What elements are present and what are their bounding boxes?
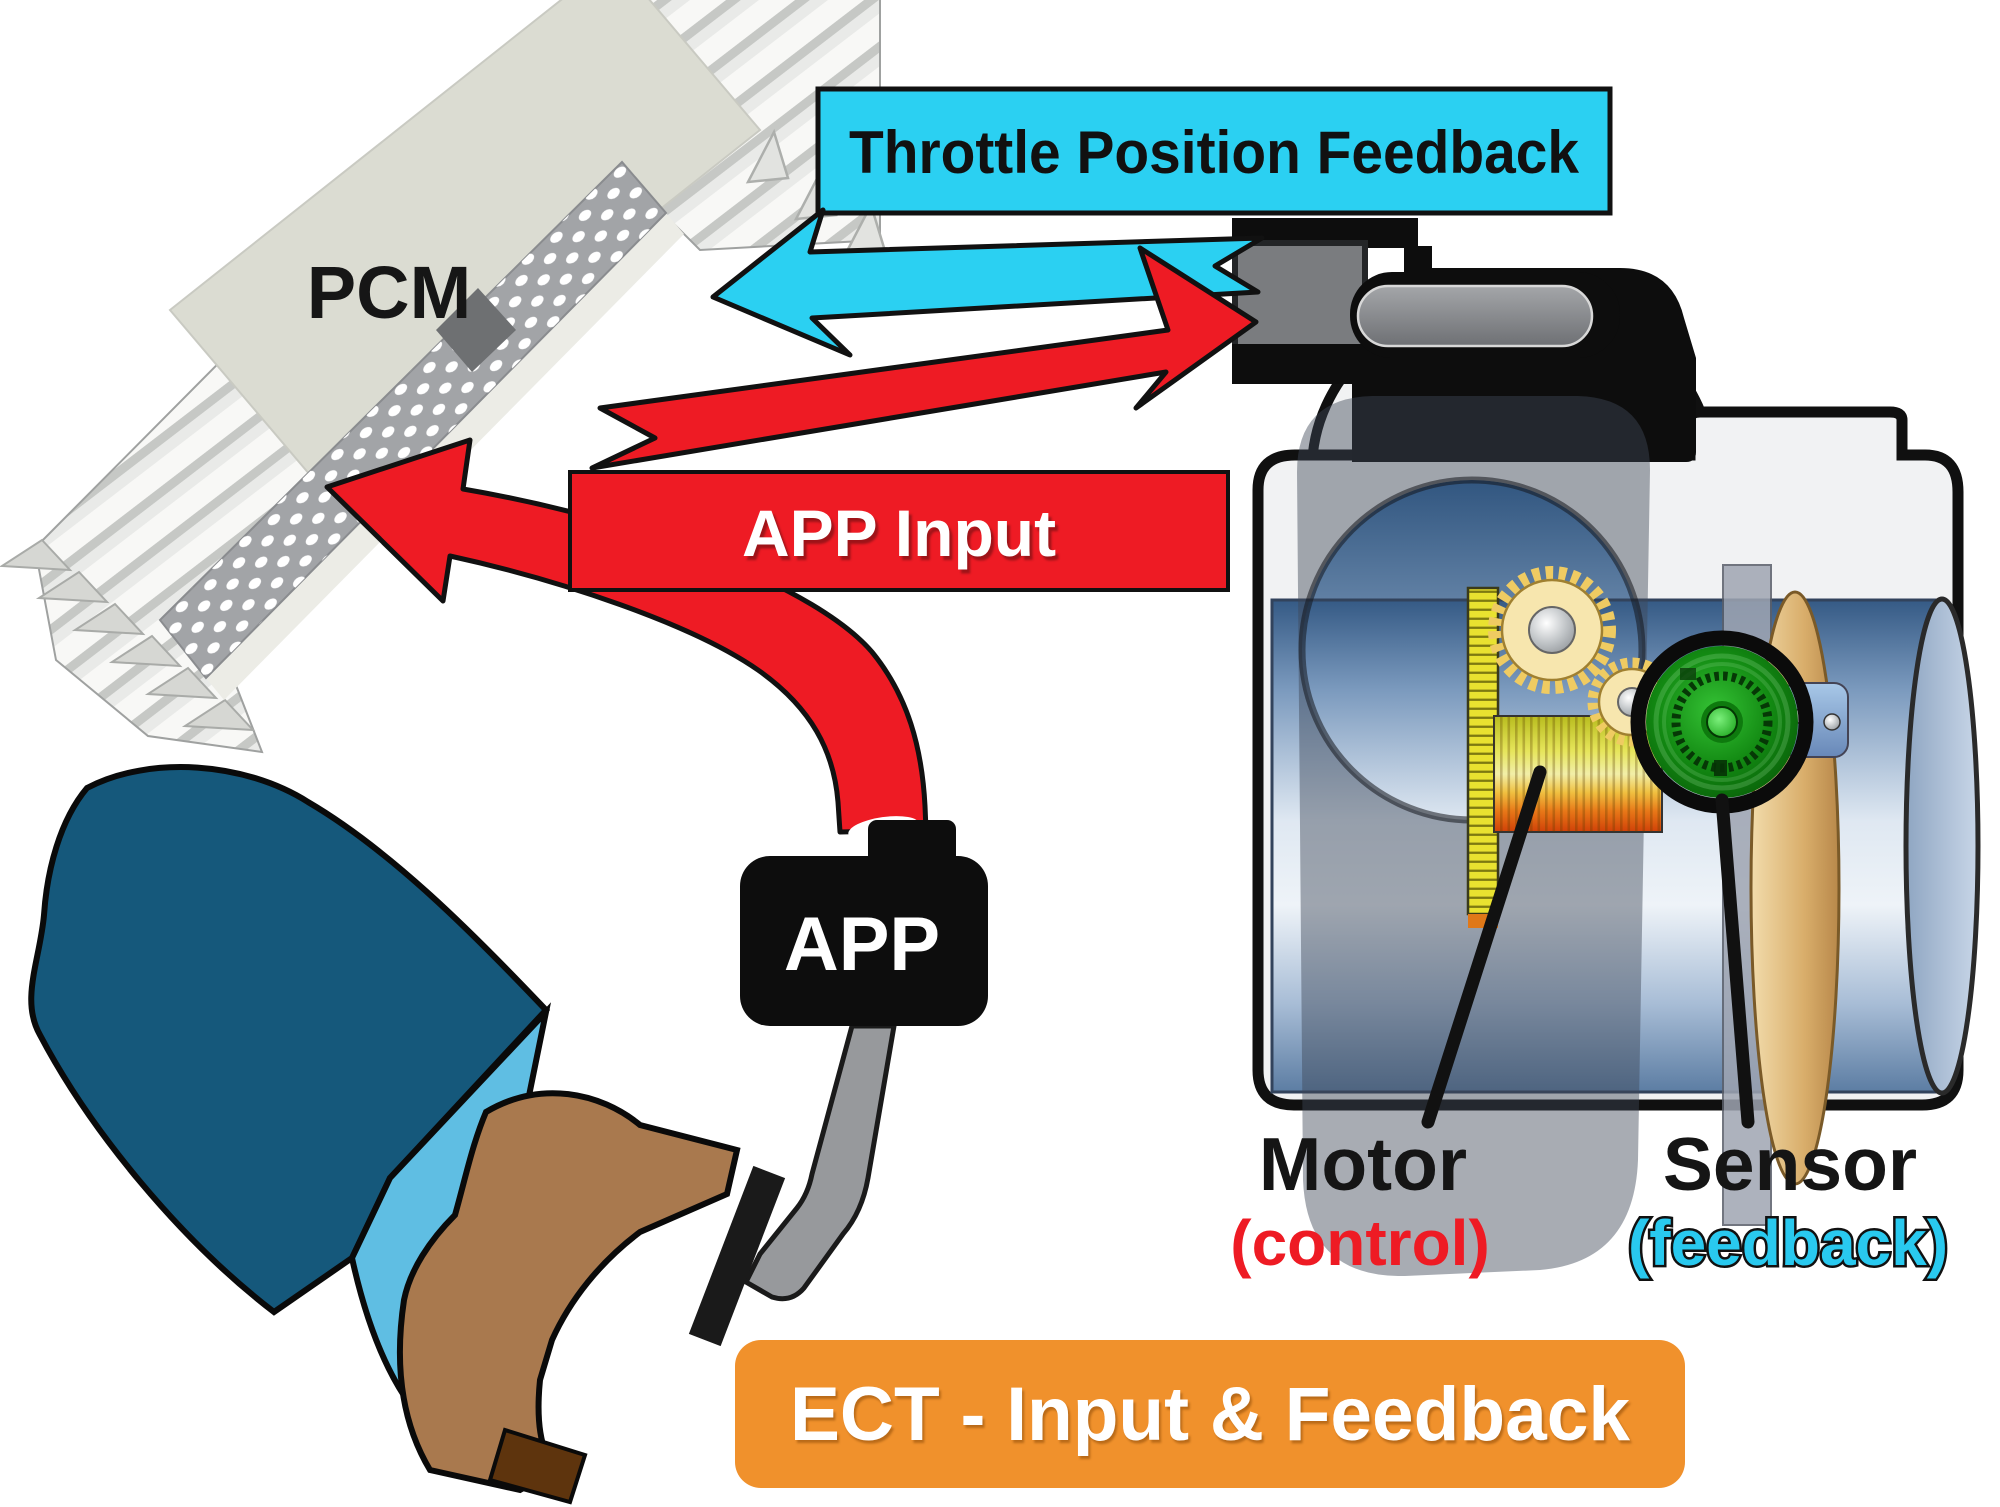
connector-pipe xyxy=(1356,284,1594,348)
pcm-top-face xyxy=(168,0,762,484)
throttle-bore-endcap xyxy=(1903,596,1981,1096)
pedal-pad xyxy=(688,1165,786,1347)
pcm-label: PCM xyxy=(307,251,471,334)
pcm-connector-notch xyxy=(436,288,516,372)
motor-leader-line xyxy=(1421,765,1547,1129)
gear-large xyxy=(1488,566,1616,694)
shoe-heel xyxy=(487,1427,588,1505)
connector-plug xyxy=(1232,240,1368,350)
motor-label: Motor xyxy=(1259,1122,1467,1206)
accelerator-pedal-arm xyxy=(742,1023,897,1302)
sensor-leader-line xyxy=(1715,793,1755,1129)
app-input-box xyxy=(568,470,1230,592)
app-label: APP xyxy=(784,902,940,987)
pant-leg xyxy=(28,764,551,1316)
motor-sublabel: (control) xyxy=(1230,1207,1490,1279)
sensor-label: Sensor xyxy=(1663,1122,1917,1206)
title-banner xyxy=(735,1340,1685,1488)
position-sensor-disc xyxy=(1630,630,1814,814)
app-input-label: APP Input xyxy=(742,496,1056,570)
throttle-body xyxy=(1252,246,1981,1277)
command-arrow xyxy=(589,245,1259,471)
pcm-fin-tips-left xyxy=(0,538,256,732)
throttle-feedback-label: Throttle Position Feedback xyxy=(849,119,1580,186)
sensor-sublabel: (feedback) xyxy=(1628,1207,1948,1279)
pcm-connector-pins xyxy=(160,162,666,678)
wiring-connector xyxy=(1232,218,1620,384)
app-sensor-box xyxy=(740,856,988,1026)
throttle-feedback-box xyxy=(815,86,1613,216)
title-label: ECT - Input & Feedback xyxy=(790,1372,1631,1457)
hub-screw-2 xyxy=(1823,713,1841,731)
feedback-arrow xyxy=(710,207,1265,358)
